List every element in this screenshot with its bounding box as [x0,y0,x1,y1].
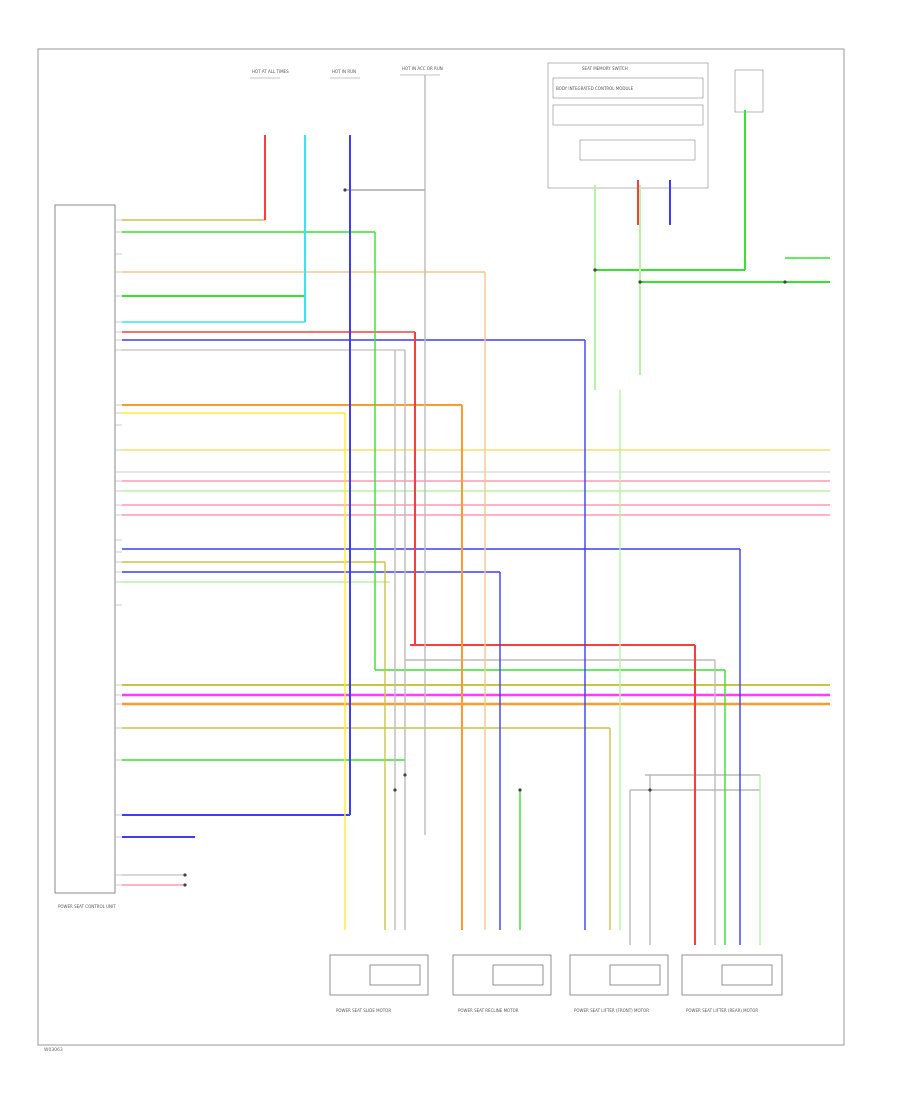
diagram-border [37,48,845,1046]
top-note-3: HOT IN ACC OR RUN [402,66,443,71]
figure-code: W03063 [44,1047,63,1053]
actuator-box-1 [329,954,429,996]
module-pin-ticks [115,219,122,886]
top-note-2: HOT IN RUN [332,69,356,74]
actuator-box-2 [452,954,552,996]
actuator-label-1: POWER SEAT SLIDE MOTOR [336,1008,391,1013]
actuator-label-3: POWER SEAT LIFTER (FRONT) MOTOR [574,1008,649,1013]
actuator-inner-3 [609,964,661,986]
module-label: POWER SEAT CONTROL UNIT [58,904,116,909]
center-box-title: SEAT MEMORY SWITCH [582,66,628,71]
actuator-inner-4 [721,964,773,986]
top-note-1: HOT AT ALL TIMES [252,69,289,74]
splice-points [183,188,787,887]
wires-vertical [264,75,761,945]
control-module-box [54,204,116,894]
actuator-inner-2 [492,964,544,986]
wires-horizontal [122,189,830,886]
top-fuse-block [250,62,764,189]
actuator-box-3 [569,954,669,996]
actuator-label-2: POWER SEAT RECLINE MOTOR [458,1008,519,1013]
actuator-inner-1 [369,964,421,986]
actuator-label-4: POWER SEAT LIFTER (REAR) MOTOR [686,1008,758,1013]
actuator-connectors [329,954,783,996]
actuator-box-4 [681,954,783,996]
center-box-sub: BODY INTEGRATED CONTROL MODULE [556,86,634,91]
